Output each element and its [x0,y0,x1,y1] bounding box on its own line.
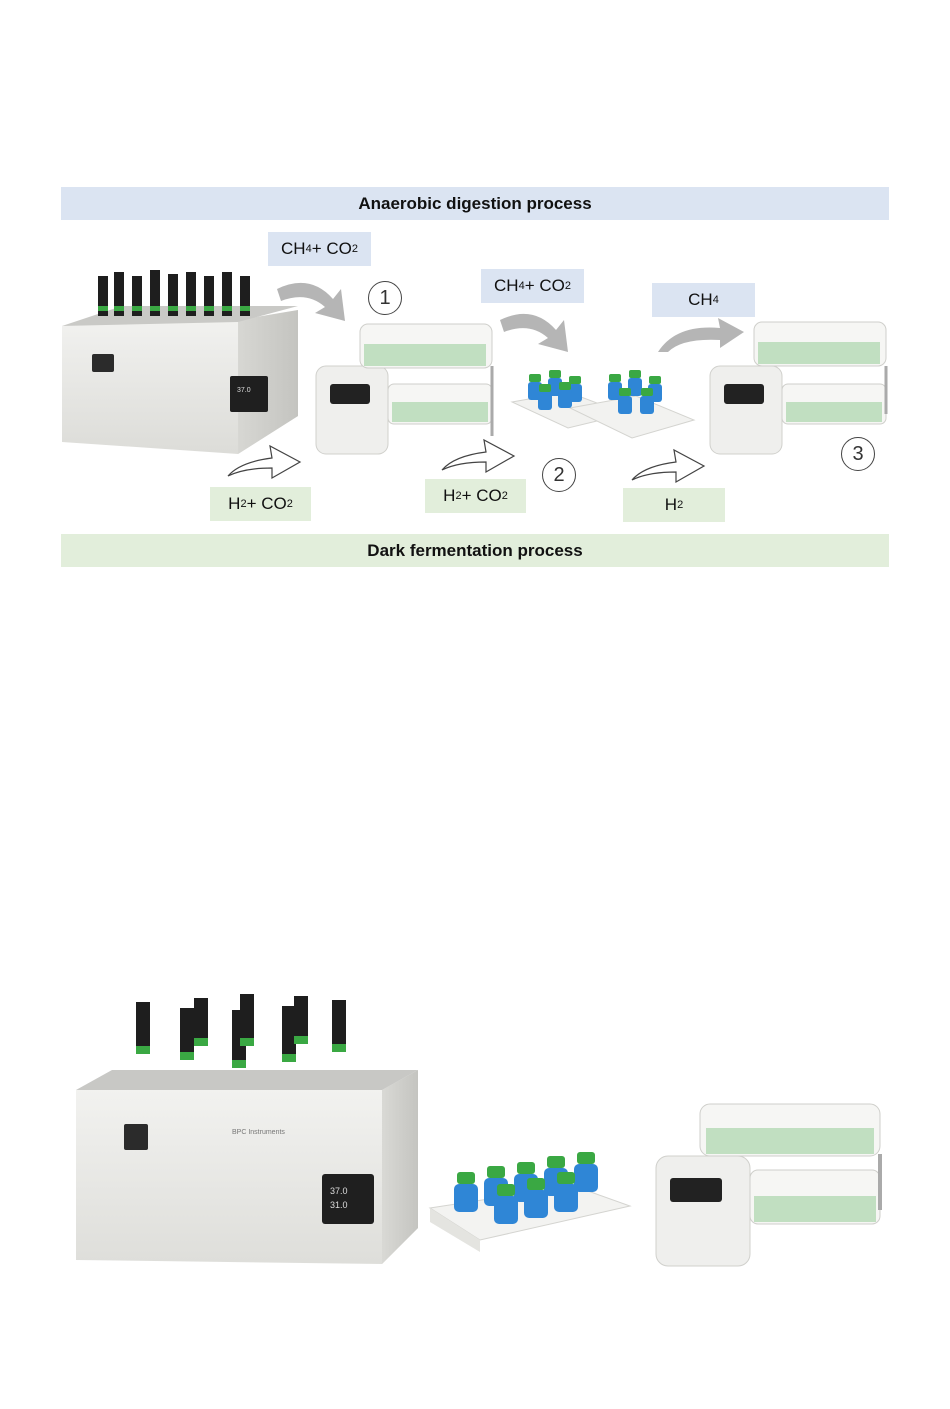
svg-text:37.0: 37.0 [330,1186,348,1196]
gas-tank-rack-icon [316,318,498,456]
svg-text:BPC Instruments: BPC Instruments [232,1129,285,1136]
gas-tank-rack-icon [710,314,892,456]
dark-fermentation-band: Dark fermentation process [61,534,889,567]
anaerobic-digestion-band: Anaerobic digestion process [61,187,889,220]
curved-arrow-icon [498,306,578,356]
absorption-tray-icon [424,1148,634,1258]
step-1-marker: 1 [368,281,402,315]
water-bath-icon: 37.0 31.0 BPC Instruments [72,994,422,1266]
water-bath-icon: 37.0 [62,266,298,456]
svg-text:37.0: 37.0 [237,387,251,394]
svg-text:31.0: 31.0 [330,1200,348,1210]
anaerobic-digestion-title: Anaerobic digestion process [358,194,591,214]
dark-fermentation-title: Dark fermentation process [367,541,582,561]
step-2-marker: 2 [542,458,576,492]
absorption-tray-icon [508,362,698,452]
gas-tank-rack-icon [656,1098,888,1270]
